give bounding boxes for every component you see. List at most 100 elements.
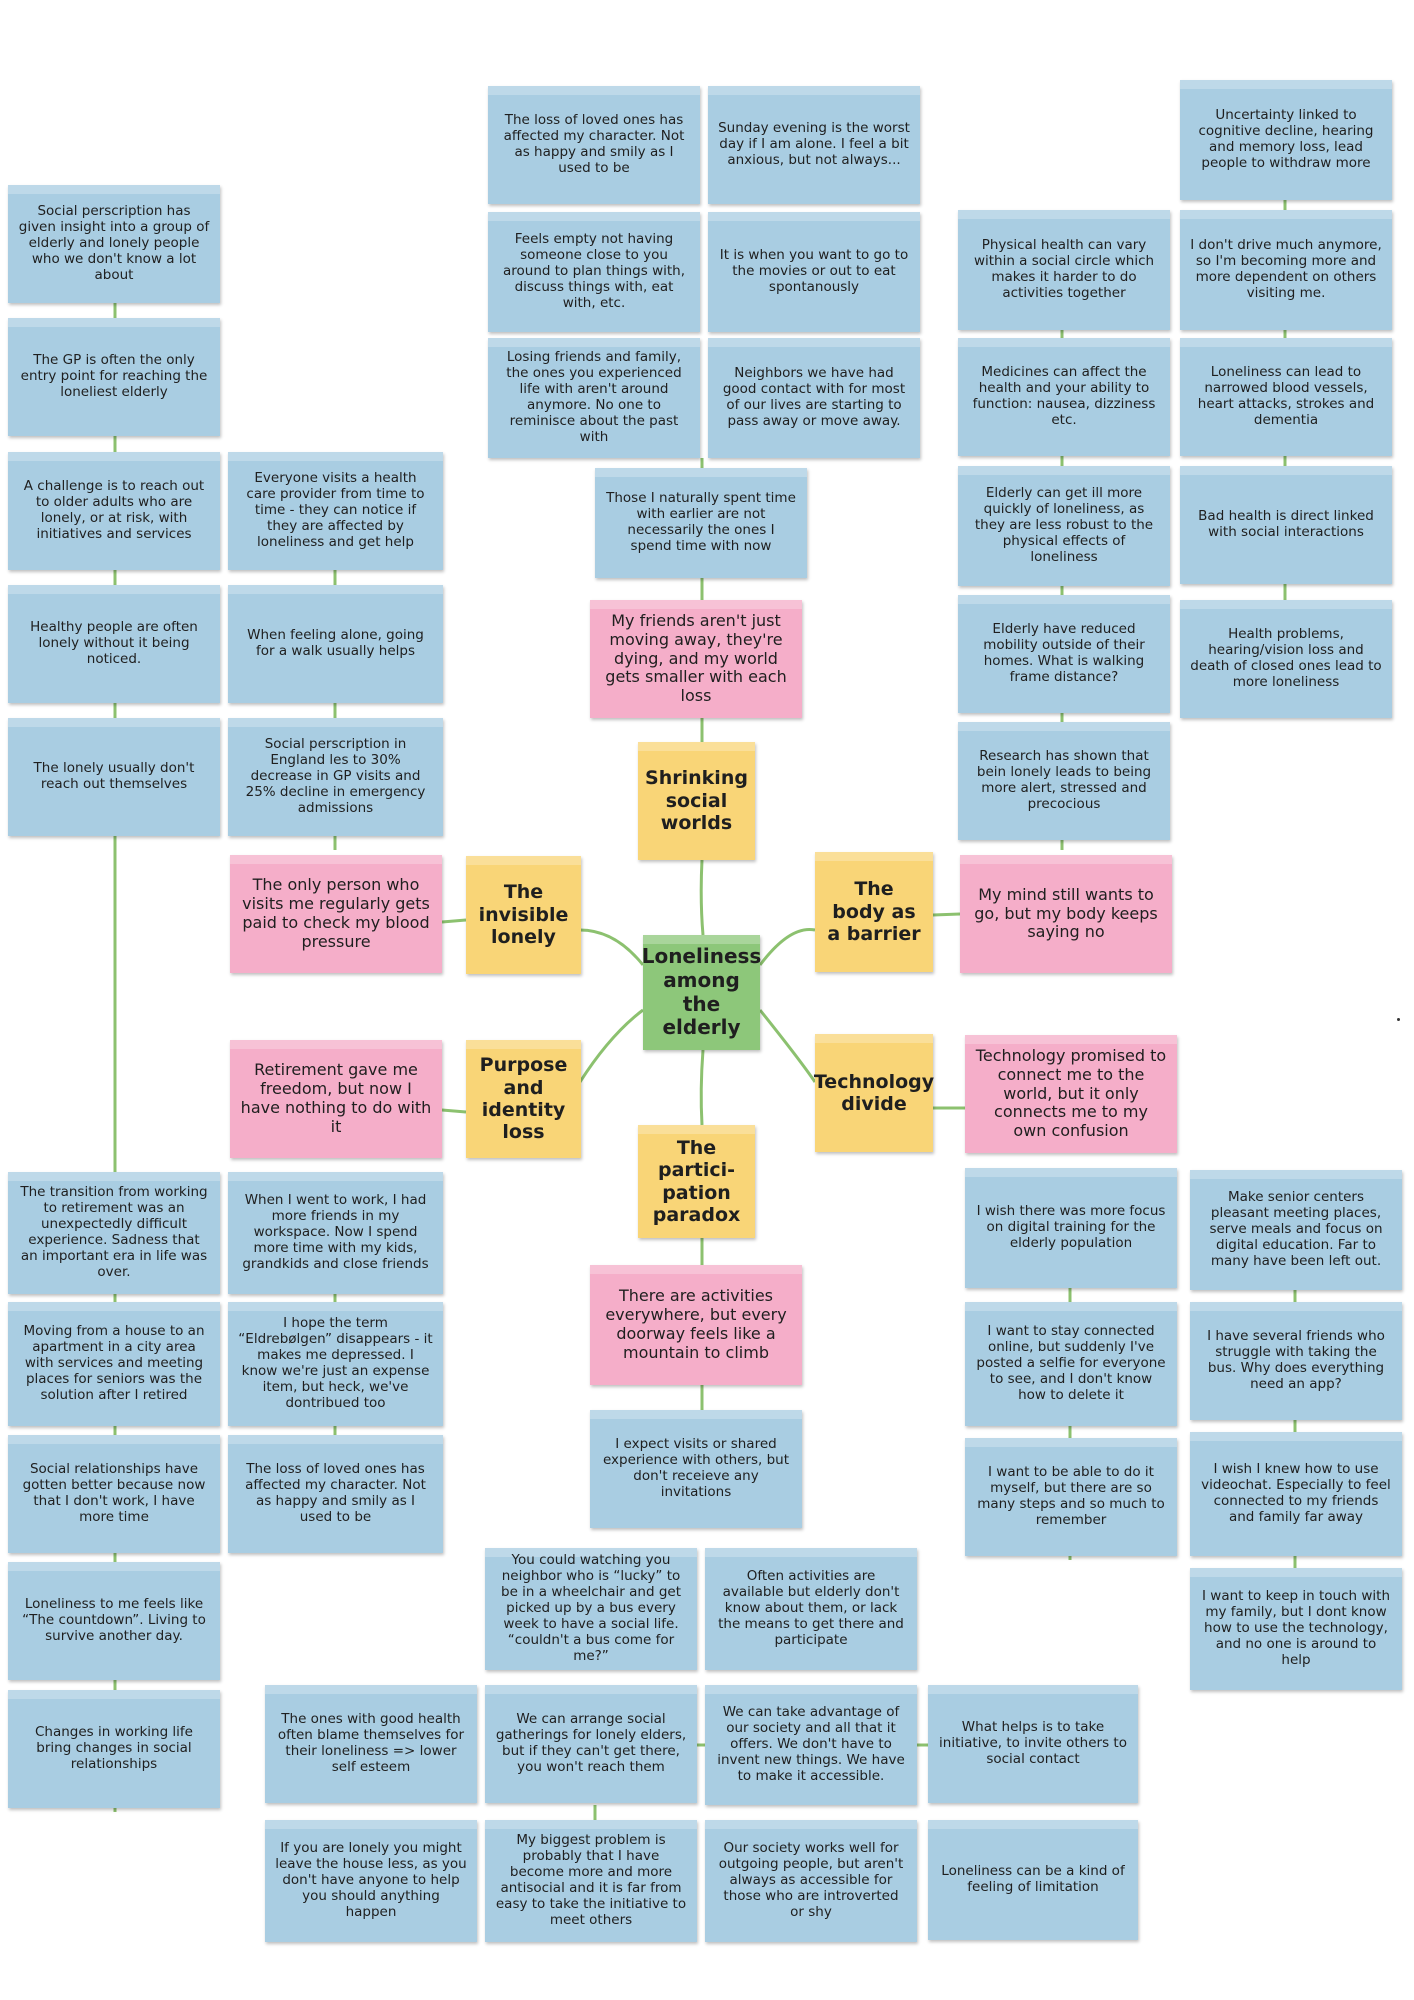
insight-note[interactable]: I hope the term “Eldrebølgen” disappears…: [228, 1302, 443, 1426]
note-text: Make senior centers pleasant meeting pla…: [1209, 1189, 1383, 1269]
quote-text: Retirement gave me freedom, but now I ha…: [240, 1060, 432, 1136]
insight-note[interactable]: Physical health can vary within a social…: [958, 210, 1170, 330]
note-text: My biggest problem is probably that I ha…: [495, 1832, 687, 1928]
note-text: I wish I knew how to use videochat. Espe…: [1201, 1461, 1391, 1525]
insight-note[interactable]: Loneliness can lead to narrowed blood ve…: [1180, 338, 1392, 456]
note-text: When I went to work, I had more friends …: [242, 1192, 429, 1272]
insight-note[interactable]: The loss of loved ones has affected my c…: [228, 1435, 443, 1553]
insight-note[interactable]: A challenge is to reach out to older adu…: [8, 452, 220, 570]
note-text: Health problems, hearing/vision loss and…: [1190, 626, 1382, 690]
insight-note[interactable]: Changes in working life bring changes in…: [8, 1690, 220, 1808]
note-text: We can take advantage of our society and…: [717, 1704, 905, 1784]
note-text: Research has shown that bein lonely lead…: [976, 748, 1152, 812]
note-text: Loneliness to me feels like “The countdo…: [22, 1596, 206, 1644]
insight-note[interactable]: Research has shown that bein lonely lead…: [958, 722, 1170, 840]
central-topic-note[interactable]: Loneliness among the elderly: [641, 935, 762, 1050]
central-topic-label: Loneliness among the elderly: [641, 944, 762, 1040]
connector-center-technology: [758, 1009, 817, 1083]
note-text: What helps is to take initiative, to inv…: [939, 1719, 1127, 1767]
insight-note[interactable]: The transition from working to retiremen…: [8, 1172, 220, 1294]
insight-note[interactable]: Our society works well for outgoing peop…: [705, 1820, 917, 1942]
insight-note[interactable]: I want to be able to do it myself, but t…: [965, 1438, 1177, 1556]
insight-note[interactable]: Health problems, hearing/vision loss and…: [1180, 600, 1392, 718]
insight-note[interactable]: Often activities are available but elder…: [705, 1548, 917, 1670]
theme-participation-paradox[interactable]: The partici- pation paradox: [638, 1125, 755, 1238]
note-text: You could watching you neighbor who is “…: [501, 1552, 681, 1664]
quote-text: The only person who visits me regularly …: [242, 875, 430, 951]
insight-note[interactable]: The GP is often the only entry point for…: [8, 318, 220, 436]
note-text: Healthy people are often lonely without …: [30, 619, 198, 667]
insight-note[interactable]: Loneliness to me feels like “The countdo…: [8, 1562, 220, 1680]
theme-label: Shrinking social worlds: [645, 767, 748, 835]
insight-note[interactable]: Social perscription in England les to 30…: [228, 718, 443, 836]
note-text: Neighbors we have had good contact with …: [722, 365, 906, 429]
insight-note[interactable]: Everyone visits a health care provider f…: [228, 452, 443, 570]
insight-note[interactable]: Bad health is direct linked with social …: [1180, 466, 1392, 584]
insight-note[interactable]: I wish I knew how to use videochat. Espe…: [1190, 1432, 1402, 1556]
connector-purpose-quote: [441, 1108, 467, 1114]
insight-note[interactable]: You could watching you neighbor who is “…: [485, 1548, 697, 1670]
quote-purpose-note[interactable]: Retirement gave me freedom, but now I ha…: [230, 1040, 442, 1158]
theme-invisible-lonely[interactable]: The invisible lonely: [466, 856, 581, 974]
insight-note[interactable]: When I went to work, I had more friends …: [228, 1172, 443, 1294]
insight-note[interactable]: Healthy people are often lonely without …: [8, 585, 220, 703]
insight-note[interactable]: My biggest problem is probably that I ha…: [485, 1820, 697, 1942]
insight-note[interactable]: Social relationships have gotten better …: [8, 1435, 220, 1553]
note-text: I want to be able to do it myself, but t…: [977, 1464, 1165, 1528]
note-text: I hope the term “Eldrebølgen” disappears…: [238, 1315, 433, 1411]
note-text: Losing friends and family, the ones you …: [506, 349, 682, 445]
note-text: Those I naturally spent time with earlie…: [606, 490, 796, 554]
note-text: We can arrange social gatherings for lon…: [495, 1711, 687, 1775]
quote-technology-note[interactable]: Technology promised to connect me to the…: [965, 1035, 1177, 1153]
note-text: Bad health is direct linked with social …: [1198, 508, 1374, 540]
insight-note[interactable]: We can arrange social gatherings for lon…: [485, 1685, 697, 1803]
quote-body-note[interactable]: My mind still wants to go, but my body k…: [960, 855, 1172, 973]
insight-note[interactable]: I want to stay connected online, but sud…: [965, 1302, 1177, 1426]
quote-participation-note[interactable]: There are activities everywhere, but eve…: [590, 1265, 802, 1385]
insight-note[interactable]: I expect visits or shared experience wit…: [590, 1410, 802, 1528]
connector-center-shrinking: [699, 859, 705, 936]
insight-note[interactable]: Elderly can get ill more quickly of lone…: [958, 466, 1170, 586]
insight-note[interactable]: What helps is to take initiative, to inv…: [928, 1685, 1138, 1803]
insight-note[interactable]: Medicines can affect the health and your…: [958, 338, 1170, 456]
insight-note[interactable]: The loss of loved ones has affected my c…: [488, 86, 700, 204]
insight-note[interactable]: It is when you want to go to the movies …: [708, 212, 920, 332]
theme-purpose-identity-loss[interactable]: Purpose and identity loss: [466, 1040, 581, 1158]
quote-text: My mind still wants to go, but my body k…: [974, 884, 1158, 942]
insight-note[interactable]: When feeling alone, going for a walk usu…: [228, 585, 443, 703]
insight-note[interactable]: Make senior centers pleasant meeting pla…: [1190, 1170, 1402, 1290]
insight-note[interactable]: If you are lonely you might leave the ho…: [265, 1820, 477, 1942]
insight-note[interactable]: We can take advantage of our society and…: [705, 1685, 917, 1805]
theme-body-as-barrier[interactable]: The body as a barrier: [815, 852, 933, 972]
insight-note[interactable]: Feels empty not having someone close to …: [488, 212, 700, 332]
insight-note[interactable]: The lonely usually don't reach out thems…: [8, 718, 220, 836]
insight-note[interactable]: Social perscription has given insight in…: [8, 185, 220, 303]
insight-note[interactable]: I wish there was more focus on digital t…: [965, 1168, 1177, 1288]
insight-note[interactable]: Losing friends and family, the ones you …: [488, 338, 700, 458]
insight-note[interactable]: Those I naturally spent time with earlie…: [595, 468, 807, 578]
connector-center-purpose: [578, 1008, 644, 1083]
insight-note[interactable]: Uncertainty linked to cognitive decline,…: [1180, 80, 1392, 200]
insight-note[interactable]: Elderly have reduced mobility outside of…: [958, 595, 1170, 713]
quote-text: There are activities everywhere, but eve…: [605, 1286, 787, 1362]
insight-note[interactable]: I don't drive much anymore, so I'm becom…: [1180, 210, 1392, 330]
note-text: The loss of loved ones has affected my c…: [503, 112, 685, 176]
theme-shrinking-social-worlds[interactable]: Shrinking social worlds: [638, 742, 755, 860]
insight-note[interactable]: Sunday evening is the worst day if I am …: [708, 86, 920, 204]
note-text: Often activities are available but elder…: [718, 1568, 904, 1648]
stray-dot: [1397, 1018, 1400, 1021]
note-text: Everyone visits a health care provider f…: [246, 470, 425, 550]
insight-note[interactable]: Loneliness can be a kind of feeling of l…: [928, 1820, 1138, 1940]
insight-note[interactable]: I have several friends who struggle with…: [1190, 1302, 1402, 1420]
insight-note[interactable]: Neighbors we have had good contact with …: [708, 338, 920, 458]
note-text: Loneliness can be a kind of feeling of l…: [941, 1863, 1125, 1895]
quote-shrinking-note[interactable]: My friends aren't just moving away, they…: [590, 600, 802, 718]
insight-note[interactable]: Moving from a house to an apartment in a…: [8, 1302, 220, 1426]
note-text: Social relationships have gotten better …: [22, 1461, 206, 1525]
insight-note[interactable]: The ones with good health often blame th…: [265, 1685, 477, 1803]
quote-invisible-note[interactable]: The only person who visits me regularly …: [230, 855, 442, 973]
note-text: Elderly have reduced mobility outside of…: [983, 621, 1145, 685]
theme-technology-divide[interactable]: Technology divide: [814, 1034, 934, 1152]
insight-note[interactable]: I want to keep in touch with my family, …: [1190, 1568, 1402, 1690]
